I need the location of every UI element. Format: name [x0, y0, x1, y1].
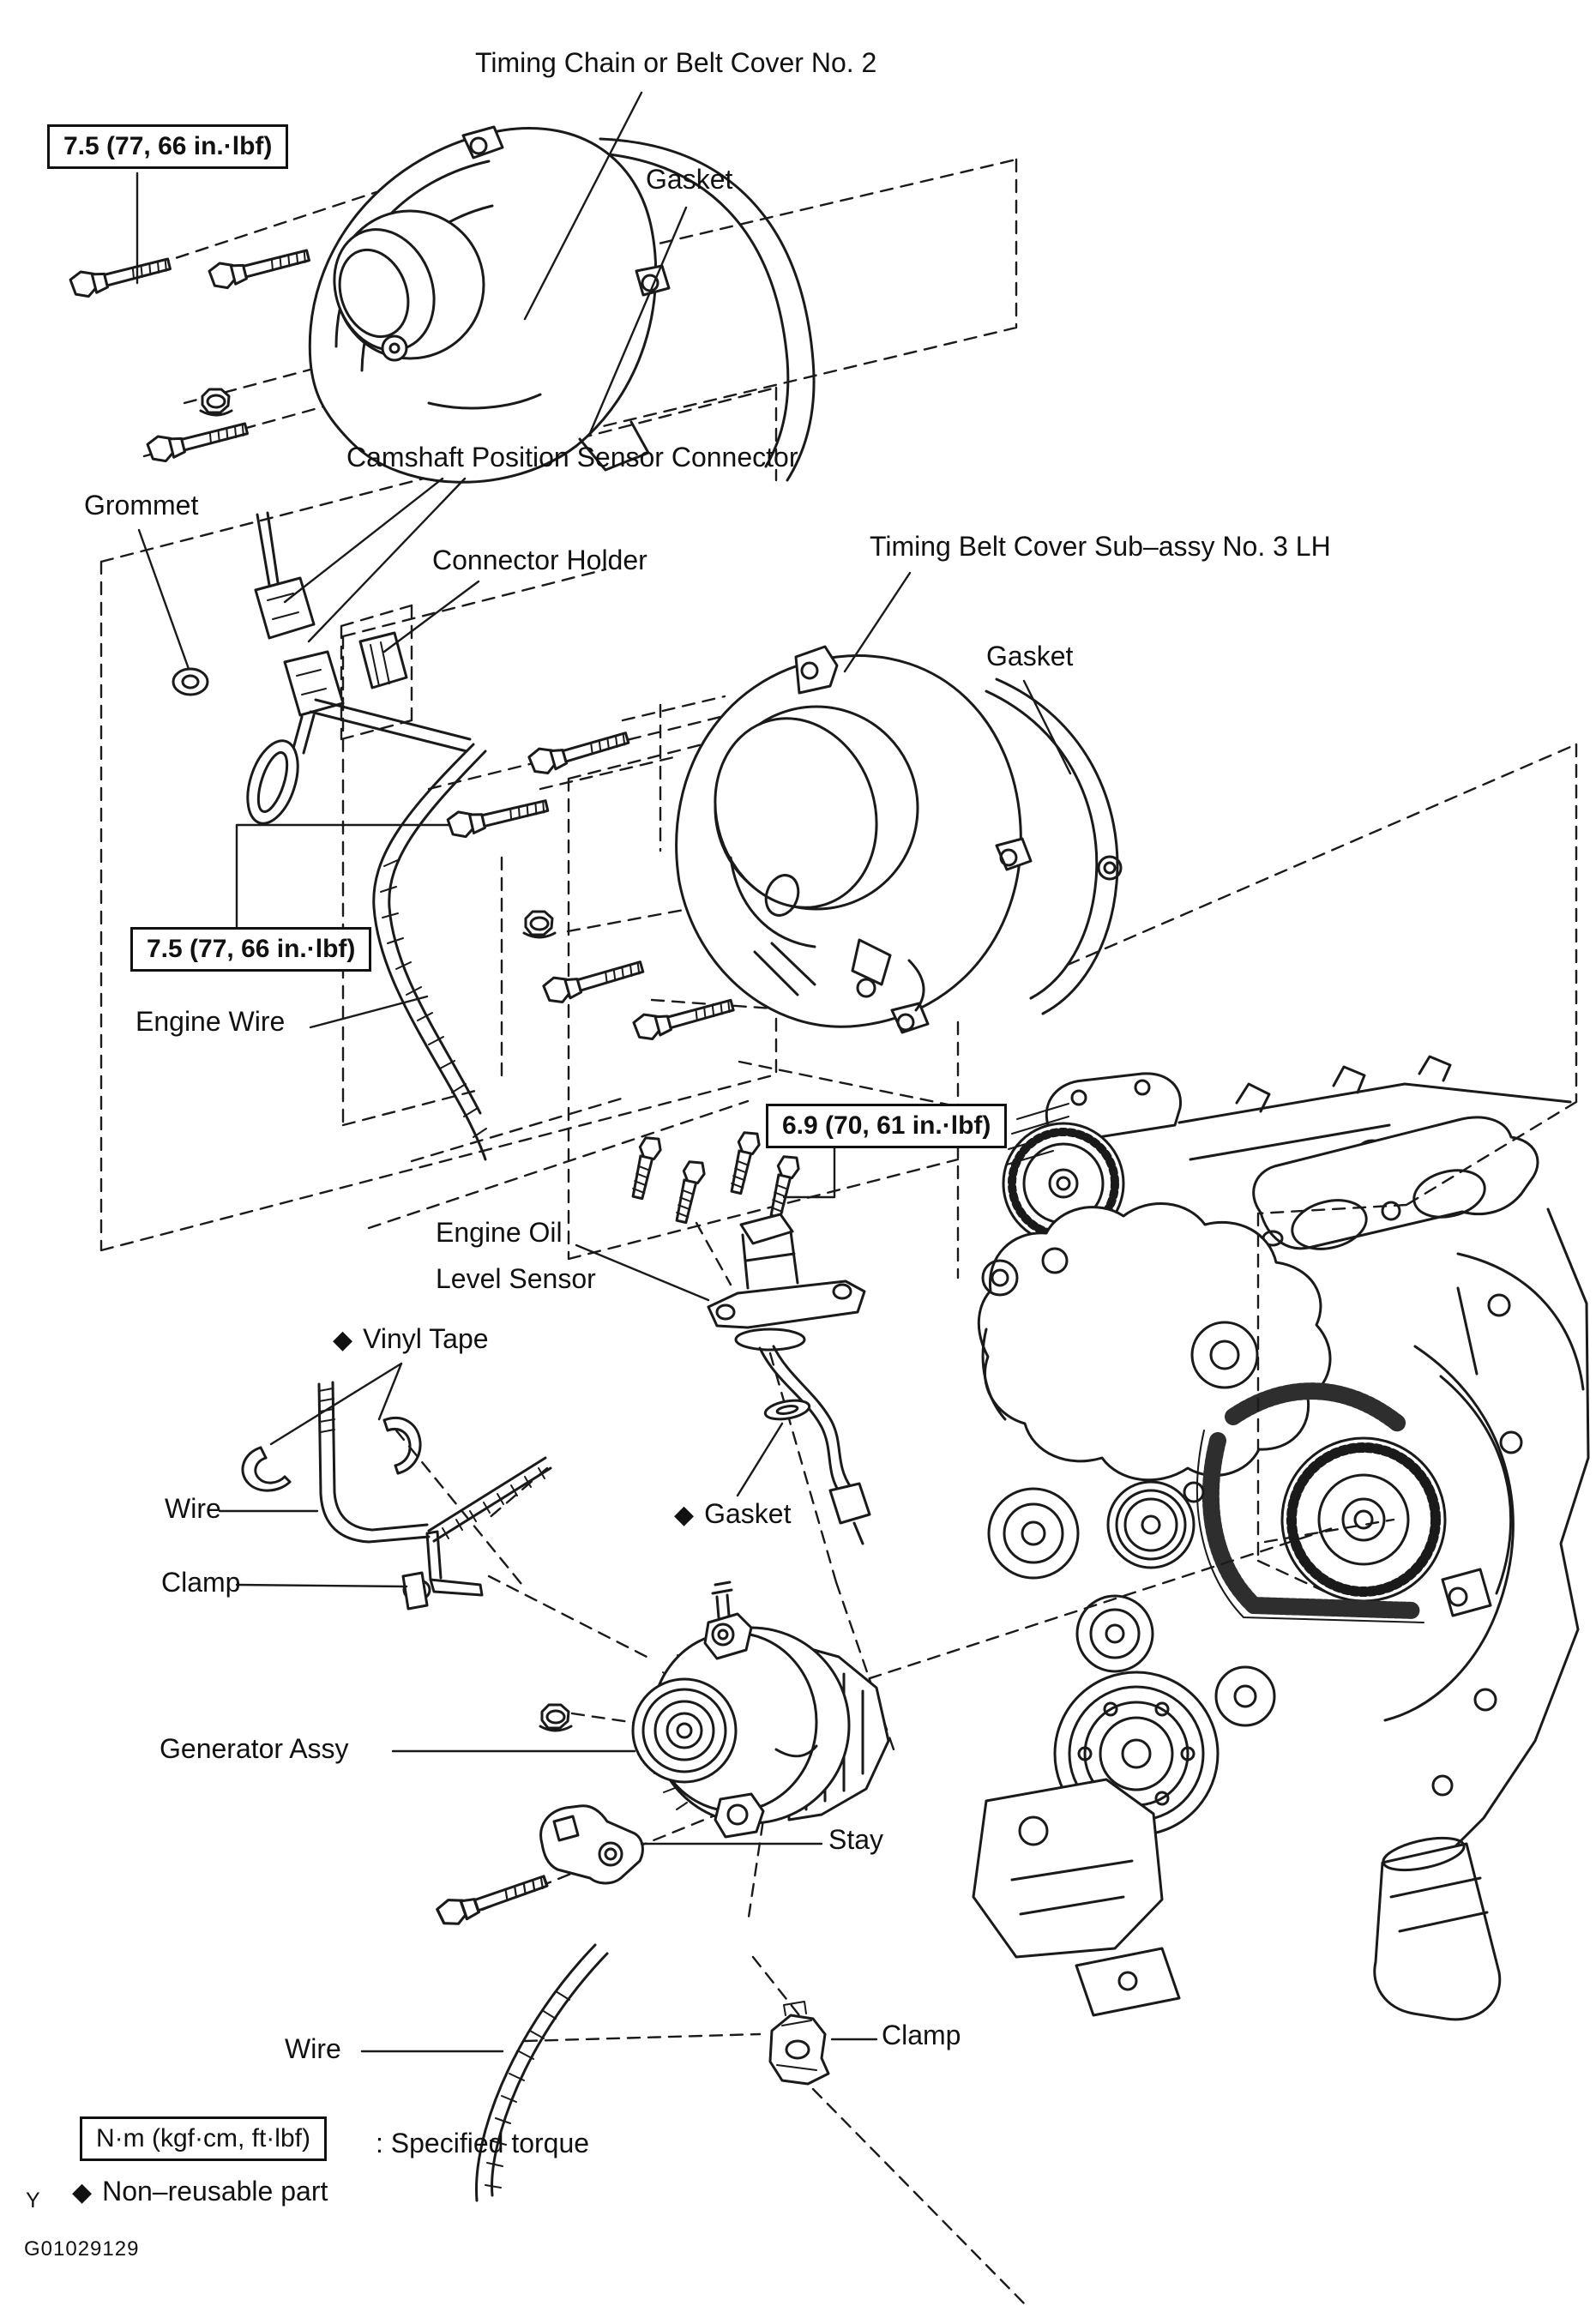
bottom-wire-clamp-drawing	[475, 1943, 830, 2202]
generator-drawing	[434, 1580, 890, 1930]
engine-assembly-drawing	[972, 1055, 1590, 2021]
torque-spec-cover-no3: 7.5 (77, 66 in.·lbf)	[130, 927, 372, 972]
label-grommet: Grommet	[84, 490, 199, 521]
label-stay: Stay	[828, 1824, 884, 1855]
camshaft-connector-drawing	[172, 511, 472, 825]
label-generator: Generator Assy	[160, 1733, 349, 1764]
label-gasket-top: Gasket	[646, 164, 733, 195]
legend-torque-box: N·m (kgf·cm, ft·lbf)	[80, 2116, 327, 2161]
label-engine-wire: Engine Wire	[136, 1006, 286, 1037]
label-vinyl-tape: ◆Vinyl Tape	[333, 1323, 489, 1354]
engine-wire-drawing	[372, 743, 487, 1161]
diamond-icon: ◆	[333, 1326, 353, 1354]
label-oil-sensor-line1: Engine Oil	[436, 1217, 563, 1248]
dashed-construction-lines	[77, 134, 1578, 2310]
torque-spec-cover-no2: 7.5 (77, 66 in.·lbf)	[47, 124, 289, 169]
label-clamp-lower: Clamp	[882, 2020, 961, 2050]
oil-level-sensor-drawing	[627, 1129, 871, 1545]
diamond-icon: ◆	[674, 1501, 695, 1529]
legend-non-reusable: ◆Non–reusable part	[72, 2176, 328, 2207]
label-timing-cover-no3: Timing Belt Cover Sub–assy No. 3 LH	[870, 531, 1331, 562]
timing-cover-no3-drawing	[675, 645, 1123, 1034]
leader-lines	[136, 91, 1072, 2053]
label-clamp-upper: Clamp	[161, 1567, 241, 1598]
figure-code: G01029129	[24, 2237, 140, 2261]
diamond-icon: ◆	[72, 2178, 93, 2207]
page-mark: Y	[26, 2189, 40, 2213]
label-gasket-sensor: ◆Gasket	[674, 1498, 792, 1529]
vinyl-tape-wire-clamp-drawing	[241, 1381, 552, 1611]
label-wire-upper: Wire	[165, 1493, 221, 1524]
label-oil-sensor-line2: Level Sensor	[436, 1263, 596, 1294]
label-camshaft-sensor-connector: Camshaft Position Sensor Connector	[346, 442, 798, 473]
legend-torque-suffix: : Specified torque	[376, 2128, 590, 2158]
label-gasket-cover-no3: Gasket	[986, 641, 1074, 671]
torque-spec-oil-sensor: 6.9 (70, 61 in.·lbf)	[766, 1104, 1008, 1148]
label-connector-holder: Connector Holder	[432, 545, 647, 575]
timing-cover-no2-drawing	[308, 125, 816, 484]
label-timing-cover-no2: Timing Chain or Belt Cover No. 2	[475, 47, 877, 78]
top-bolts	[68, 240, 312, 466]
label-wire-lower: Wire	[285, 2033, 341, 2064]
